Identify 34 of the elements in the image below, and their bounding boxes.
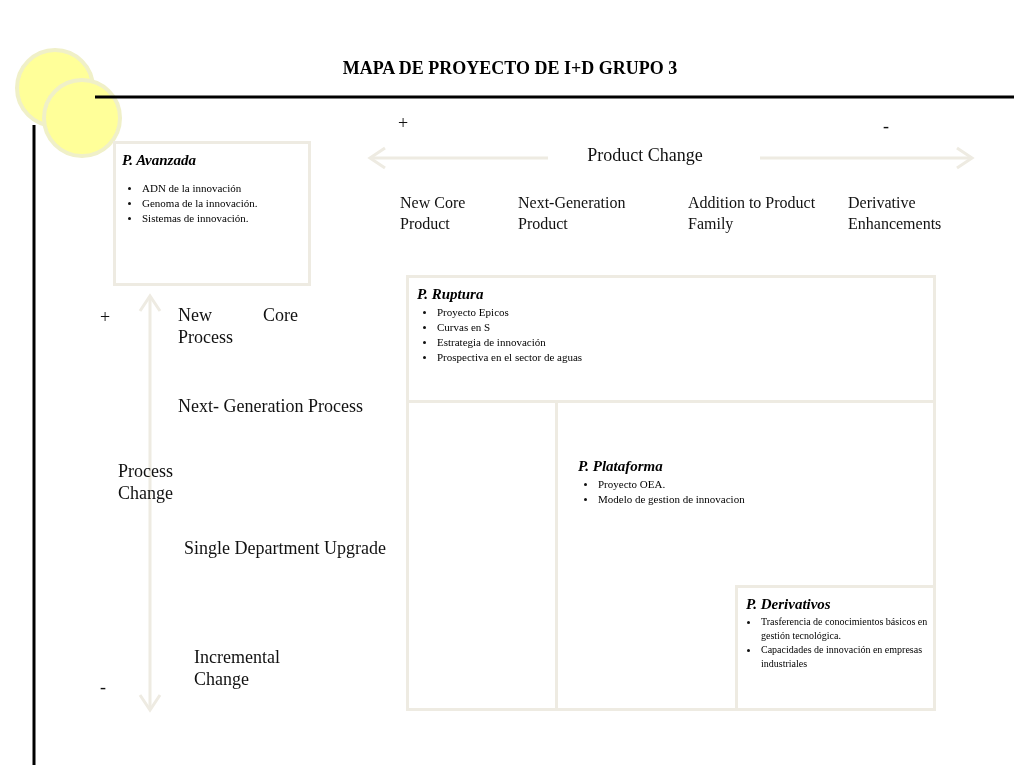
grid-cell — [555, 400, 936, 711]
box-heading: P. Derivativos — [746, 596, 832, 613]
axis-label: Next-Generation Product — [518, 193, 627, 234]
bullet-item: Capacidades de innovación en empresas industriales — [761, 644, 923, 669]
axis-label: New Core Product — [400, 193, 467, 234]
axis-label: Next- Generation Process — [178, 395, 364, 417]
bullet-item: Curvas en S — [437, 321, 491, 333]
axis-label: Derivative Enhancements — [848, 193, 943, 234]
bullet-item: Estrategia de innovación — [437, 336, 546, 348]
box-heading: P. Ruptura — [417, 286, 485, 303]
grid-cell — [735, 585, 936, 711]
sign-label: + — [398, 112, 410, 134]
title: MAPA DE PROYECTO DE I+D GRUPO 3 — [341, 58, 679, 79]
bullet-item: Proyecto OEA. — [598, 478, 666, 490]
grid-cell — [406, 400, 558, 711]
sign-label: - — [100, 676, 107, 698]
bullet-item: Prospectiva en el sector de aguas — [437, 351, 583, 363]
axis-label: Incremental Change — [194, 646, 281, 690]
axis-label: Addition to Product Family — [688, 193, 816, 234]
quadrant-box — [113, 141, 311, 286]
bullet-item: Genoma de la innovación. — [142, 197, 258, 209]
box-heading: P. Avanzada — [122, 152, 197, 169]
bullet-item: Proyecto Epicos — [437, 306, 509, 318]
box-heading: P. Plataforma — [578, 458, 664, 475]
bullet-item: Sistemas de innovación. — [142, 212, 249, 224]
sign-label: + — [100, 306, 112, 328]
bullet-item: Trasferencia de conocimientos básicos en gestión tecnológica. — [761, 616, 928, 641]
axis-label: Single Department Upgrade — [184, 537, 387, 559]
bullet-item: Modelo de gestion de innovacion — [598, 493, 745, 505]
sign-label: - — [883, 115, 890, 137]
grid-cell — [406, 275, 936, 403]
axis-label: Process Change — [118, 460, 174, 504]
bullet-item: ADN de la innovación — [142, 182, 242, 194]
axis-label: New Core Process — [178, 304, 298, 348]
